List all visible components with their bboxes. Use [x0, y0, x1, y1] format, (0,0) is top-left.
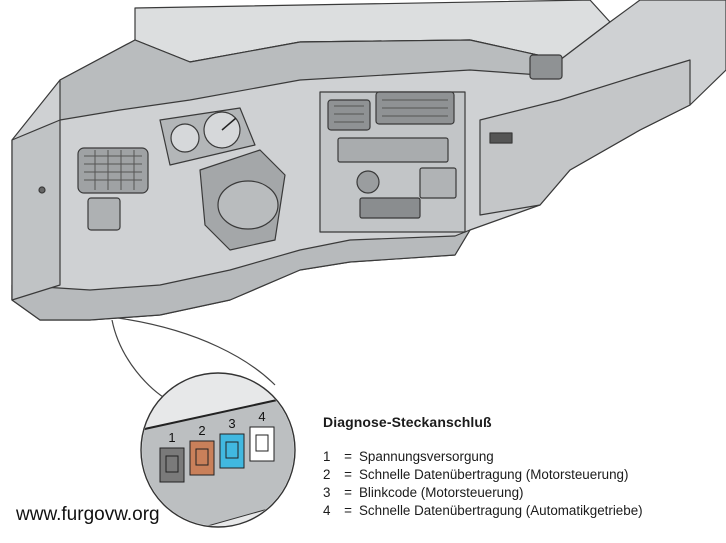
legend-item-eq: =	[344, 467, 352, 482]
connector-zoom: 1 2 3 4	[140, 372, 296, 528]
connector-pin-socket	[165, 455, 179, 473]
legend-item-1: 1 = Spannungsversorgung	[323, 448, 718, 466]
ashtray	[419, 167, 457, 199]
left-air-vent	[77, 147, 149, 194]
dashboard-illustration	[11, 0, 726, 321]
dash-lower	[11, 229, 471, 321]
control-panel	[337, 137, 449, 163]
legend-item-4: 4 = Schnelle Datenübertragung (Automatikge…	[323, 502, 718, 520]
connector-pin-socket	[195, 448, 209, 466]
callout-connector-lines	[111, 317, 276, 401]
legend-item-num: 1	[323, 449, 331, 464]
tachometer	[170, 123, 200, 153]
legend-item-3: 3 = Blinkcode (Motorsteuerung)	[323, 484, 718, 502]
radio-unit	[359, 197, 421, 219]
connector-pin-4	[249, 426, 275, 462]
legend-item-num: 4	[323, 503, 331, 518]
connector-pin-1	[159, 447, 185, 483]
center-vent-left	[327, 99, 371, 131]
legend-item-text: Blinkcode (Motorsteuerung)	[359, 485, 524, 500]
legend-item-text: Spannungsversorgung	[359, 449, 494, 464]
legend-title: Diagnose-Steckanschluß	[323, 414, 492, 430]
speedometer-needle	[221, 117, 237, 131]
left-vent-slats	[84, 150, 142, 190]
center-vent-slats	[334, 99, 448, 123]
connector-pin-label: 4	[258, 409, 265, 424]
connector-pin-label: 1	[168, 430, 175, 445]
legend: Diagnose-Steckanschluß 1 = Spannungsversor…	[323, 414, 718, 520]
legend-item-text: Schnelle Datenübertragung (Motorsteuerun…	[359, 467, 629, 482]
connector-pin-socket	[225, 441, 239, 459]
legend-item-eq: =	[344, 485, 352, 500]
legend-item-text: Schnelle Datenübertragung (Automatikgetr…	[359, 503, 643, 518]
steering-hub	[217, 180, 279, 230]
legend-item-eq: =	[344, 449, 352, 464]
legend-item-num: 2	[323, 467, 331, 482]
connector-pins: 1 2 3 4	[159, 409, 275, 483]
left-switch-block	[87, 197, 121, 231]
legend-item-2: 2 = Schnelle Datenübertragung (Motorsteuer…	[323, 466, 718, 484]
door-edge	[11, 119, 61, 301]
connector-pin-2	[189, 440, 215, 476]
connector-top-edge	[142, 394, 294, 431]
legend-list: 1 = Spannungsversorgung 2 = Schnelle Datenübe…	[323, 448, 718, 520]
connector-pin-label: 3	[228, 416, 235, 431]
connector-pin-label: 2	[198, 423, 205, 438]
connector-pin-3	[219, 433, 245, 469]
connector-pin-socket	[255, 434, 269, 452]
legend-item-eq: =	[344, 503, 352, 518]
right-air-vent	[529, 54, 563, 80]
door-screw	[38, 186, 46, 194]
heater-knob	[356, 170, 380, 194]
legend-item-num: 3	[323, 485, 331, 500]
glovebox-latch	[489, 132, 513, 144]
right-panel	[479, 59, 691, 216]
watermark-text: www.furgovw.org	[16, 504, 160, 525]
